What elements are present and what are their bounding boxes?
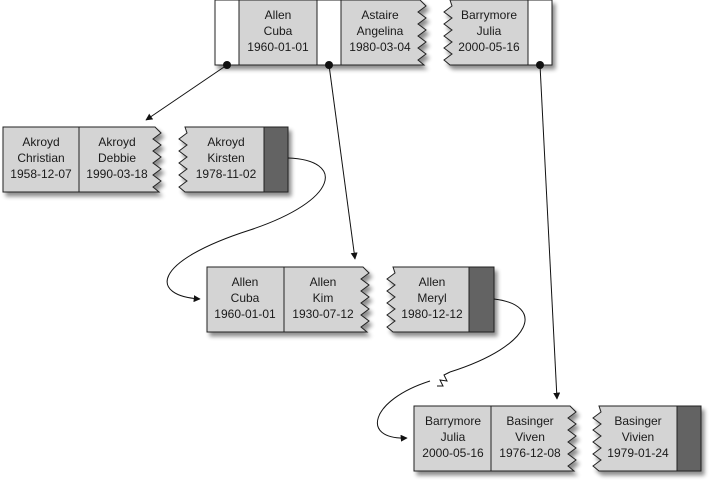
leaf-1-next-pointer: [263, 126, 289, 193]
leaf-2-entry-3: [386, 266, 470, 333]
leaf-3-entry-2: [490, 405, 577, 472]
root-entry-3-text: Barrymore Julia 2000-05-16: [458, 8, 520, 54]
root-pointer-slot-3: [527, 0, 553, 66]
root-entry-2-text: Astaire Angelina 1980-03-04: [349, 8, 411, 54]
entry-last-name: Allen: [310, 275, 337, 289]
leaf-3-next-pointer: [676, 405, 702, 472]
leaf-1-entry-2: [78, 126, 162, 193]
entry-dob: 1980-03-04: [349, 40, 411, 54]
entry-first-name: Kim: [313, 291, 334, 305]
leaf-2-entry-2: [283, 266, 370, 333]
entry-last-name: Akroyd: [207, 135, 244, 149]
entry-last-name: Barrymore: [461, 8, 517, 22]
entry-last-name: Basinger: [506, 414, 553, 428]
leaf-link-2-to-3-lower: [377, 380, 431, 442]
leaf-node-1: [2, 126, 289, 193]
pointer-arrow-root-to-leaf-3: [539, 64, 561, 400]
leaf-link-break-icon: [437, 371, 451, 387]
root-entry-3: [443, 0, 529, 66]
entry-dob: 1960-01-01: [214, 307, 276, 321]
leaf-link-1-to-2: [166, 157, 326, 303]
entry-dob: 1930-07-12: [292, 307, 354, 321]
leaf-3-texts: Barrymore Julia 2000-05-16 Basinger Vive…: [422, 414, 669, 460]
entry-first-name: Cuba: [231, 291, 260, 305]
entry-first-name: Angelina: [357, 24, 404, 38]
leaf-2-next-pointer: [468, 266, 495, 333]
entry-first-name: Kirsten: [207, 151, 244, 165]
entry-last-name: Akroyd: [22, 135, 59, 149]
leaf-link-2-to-3-upper: [449, 298, 526, 373]
entry-first-name: Cuba: [264, 24, 293, 38]
entry-last-name: Allen: [265, 8, 292, 22]
pointer-arrow-root-to-leaf-2: [328, 64, 358, 260]
root-entry-2: [340, 0, 427, 66]
leaf-3-entry-3: [592, 405, 678, 472]
root-entry-1: [238, 0, 318, 66]
entry-dob: 2000-05-16: [458, 40, 520, 54]
entry-last-name: Barrymore: [425, 414, 481, 428]
pointer-arrow-root-to-leaf-1: [145, 64, 228, 121]
entry-first-name: Viven: [515, 430, 545, 444]
entry-last-name: Astaire: [361, 8, 399, 22]
leaf-1-entry-3: [178, 126, 265, 193]
entry-first-name: Meryl: [417, 291, 446, 305]
entry-last-name: Allen: [232, 275, 259, 289]
leaf-2-texts: Allen Cuba 1960-01-01 Allen Kim 1930-07-…: [214, 275, 463, 321]
entry-last-name: Akroyd: [98, 135, 135, 149]
leaf-1-entry-1: [2, 126, 80, 193]
entry-first-name: Julia: [441, 430, 466, 444]
root-pointer-slot-2: [316, 0, 342, 66]
entry-first-name: Christian: [17, 151, 64, 165]
leaf-2-entry-1: [206, 266, 285, 333]
pointer-dot: [536, 61, 544, 69]
entry-dob: 1978-11-02: [196, 167, 257, 181]
entry-dob: 1990-03-18: [86, 167, 148, 181]
root-entry-1-text: Allen Cuba 1960-01-01: [247, 8, 309, 54]
entry-last-name: Basinger: [614, 414, 661, 428]
entry-dob: 1980-12-12: [401, 307, 463, 321]
entry-dob: 1960-01-01: [247, 40, 309, 54]
entry-last-name: Allen: [419, 275, 446, 289]
leaf-node-3: [413, 405, 702, 472]
entry-first-name: Julia: [477, 24, 502, 38]
root-node: [214, 0, 553, 66]
leaf-links: [166, 157, 526, 442]
leaf-node-2: [206, 266, 495, 333]
leaf-1-texts: Akroyd Christian 1958-12-07 Akroyd Debbi…: [10, 135, 256, 181]
entry-dob: 1979-01-24: [607, 446, 669, 460]
pointer-dot: [325, 61, 333, 69]
entry-first-name: Debbie: [98, 151, 136, 165]
pointer-dot: [223, 61, 231, 69]
root-pointer-slot-1: [214, 0, 240, 66]
entry-dob: 2000-05-16: [422, 446, 484, 460]
leaf-3-entry-1: [413, 405, 492, 472]
entry-dob: 1976-12-08: [499, 446, 561, 460]
child-pointers: [145, 61, 561, 400]
entry-dob: 1958-12-07: [10, 167, 72, 181]
entry-first-name: Vivien: [622, 430, 654, 444]
